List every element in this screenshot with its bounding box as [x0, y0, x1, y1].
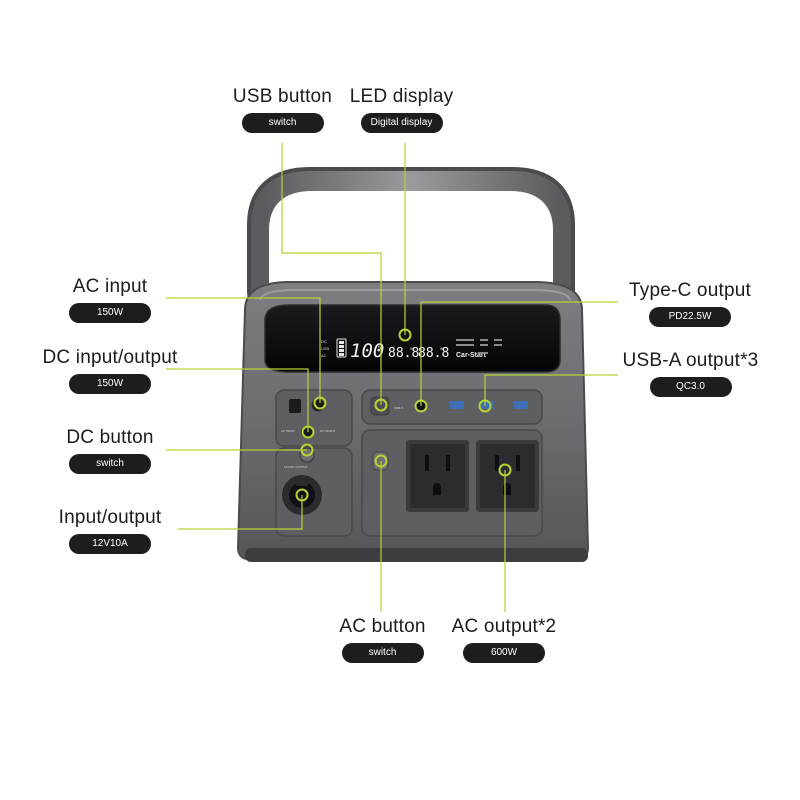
callout-tag: switch [241, 113, 324, 133]
battery-icon [336, 338, 347, 358]
callout-tag: switch [69, 454, 151, 474]
callout-ac-button: AC button switch [325, 616, 440, 663]
callout-title: USB button [232, 86, 333, 107]
callout-title: USB-A output*3 [622, 350, 759, 371]
leader-input-output [178, 495, 303, 530]
lcd-screen: DC USB AC 100 % 88.8 W 88.8 W Car-Start [264, 304, 561, 373]
svg-text:DC IN/OUT: DC IN/OUT [320, 429, 336, 433]
svg-text:12V DC OUTPUT: 12V DC OUTPUT [284, 465, 308, 469]
callout-tag: Digital display [360, 113, 443, 133]
callout-tag: 150W [69, 374, 151, 394]
callout-input-output: Input/output 12V10A [40, 507, 180, 554]
svg-text:W: W [440, 346, 444, 351]
svg-text:W: W [410, 346, 414, 351]
callout-type-c-output: Type-C output PD22.5W [620, 280, 760, 327]
leader-usb-button [281, 143, 382, 405]
callout-tag: switch [341, 643, 424, 663]
leader-ac-output-marker [498, 463, 512, 477]
callout-usb-button: USB button switch [225, 86, 340, 133]
callout-tag: 12V10A [69, 534, 151, 554]
leader-input-output-marker [295, 488, 309, 502]
callout-title: AC output*2 [451, 616, 557, 637]
callout-led-display: LED display Digital display [344, 86, 459, 133]
carry-handle [247, 167, 575, 307]
callout-dc-input-output: DC input/output 150W [22, 347, 198, 394]
leader-dc-button-marker [300, 443, 314, 457]
leader-type-c-marker [414, 399, 428, 413]
svg-text:USB-C: USB-C [394, 406, 404, 410]
callout-tag: QC3.0 [649, 377, 732, 397]
callout-ac-input: AC input 150W [52, 276, 168, 323]
leader-type-c [420, 301, 618, 406]
usb-port-panel: USB-C [361, 389, 543, 425]
callout-usb-a-output: USB-A output*3 QC3.0 [613, 350, 768, 397]
callout-ac-output: AC output*2 600W [438, 616, 570, 663]
leader-ac-button-marker [374, 454, 388, 468]
callout-title: AC button [339, 616, 426, 637]
callout-title: Input/output [58, 507, 162, 528]
ac-outlet-panel [361, 429, 543, 537]
callout-title: Type-C output [629, 280, 751, 301]
callout-tag: 600W [463, 643, 545, 663]
lcd-battery-percent: 100 [350, 340, 384, 362]
callout-dc-button: DC button switch [52, 427, 168, 474]
callout-title: AC input [72, 276, 148, 297]
callout-title: DC button [66, 427, 154, 448]
leader-ac-input [166, 297, 321, 403]
leader-usb-a-marker [478, 399, 492, 413]
svg-text:AC INPUT: AC INPUT [281, 429, 295, 433]
callout-title: DC input/output [42, 347, 178, 368]
leader-dc-io-marker [301, 425, 315, 439]
svg-text:DC: DC [321, 339, 327, 344]
leader-dc-io [166, 368, 309, 432]
svg-text:AC: AC [321, 353, 327, 358]
leader-usb-a [484, 374, 618, 406]
leader-led-display-marker [398, 328, 412, 342]
callout-tag: 150W [69, 303, 151, 323]
callout-title: LED display [349, 86, 454, 107]
leader-ac-input-marker [313, 396, 327, 410]
lcd-watts-in: 88.8 [388, 346, 419, 361]
lcd-brand: Car-Start [456, 352, 487, 359]
callout-tag: PD22.5W [649, 307, 731, 327]
lcd-watts-out: 88.8 [418, 346, 449, 361]
svg-text:USB: USB [321, 346, 330, 351]
leader-usb-button-marker [374, 398, 388, 412]
